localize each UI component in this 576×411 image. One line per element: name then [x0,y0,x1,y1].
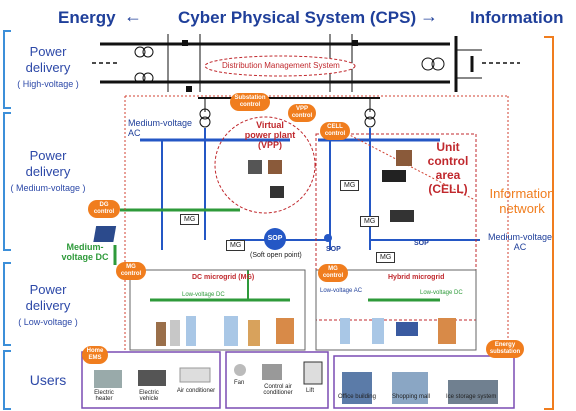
label-low-voltage: Power delivery ( Low-voltage ) [6,282,90,330]
user-electric-heater: Electric heater [94,390,114,402]
bracket-right [544,36,554,410]
bracket-medium [3,112,11,251]
mg-box: MG [226,240,246,251]
label-sub: ( Low-voltage ) [18,317,78,327]
energy-substation-pill: Energy substation [486,340,524,358]
lv-dc2-label: Low-voltage DC [420,290,463,296]
label-sub: ( Medium-voltage ) [10,183,86,193]
hybrid-label: Hybrid microgrid [388,274,445,281]
arrow-left-icon: ← [124,6,142,26]
mg-control-right-pill: MG control [318,264,348,282]
home-ems-pill: Home EMS [82,346,108,364]
cell-title: Unit control area (CELL) [427,140,469,196]
user-ice-storage: Ice storage system [446,394,497,400]
mg-control-left-pill: MG control [116,262,146,280]
substation-control-pill: Substation control [230,93,270,111]
header-cps: Cyber Physical System (CPS) [178,8,417,27]
user-control-ac: Control air conditioner [263,384,293,396]
vpp-control-pill: VPP control [288,104,316,122]
bracket-high [3,30,11,109]
user-fan: Fan [234,380,245,386]
mv-dc-label: Medium-voltage DC [61,242,109,262]
vpp-title: Virtual power plant (VPP) [244,120,296,150]
mv-ac-label: Medium-voltage AC [128,118,193,138]
mg-box: MG [340,180,360,191]
arrow-right-icon: → [420,6,438,26]
label-users: Users [6,372,90,388]
sop-open-label: (Soft open point) [250,252,302,259]
sop2-label: SOP [326,246,341,253]
label-sub: ( High-voltage ) [17,79,79,89]
user-lift: Lift [306,388,315,394]
dms-label: Distribution Management System [222,61,340,70]
information-network-label: Information network [489,186,555,216]
sop-circle: SOP [264,228,286,250]
dc-microgrid-label: DC microgrid (MG) [192,274,255,281]
label-medium-voltage: Power delivery ( Medium-voltage ) [6,148,90,196]
sop-label: SOP [267,235,283,242]
lv-ac-label: Low-voltage AC [320,288,363,294]
dg-control-pill: DG control [88,200,120,218]
label-title: Power delivery [25,44,71,75]
label-title: Users [29,372,67,388]
user-mall: Shopping mall [392,394,431,400]
header-information: Information [470,8,564,27]
user-air-conditioner: Air conditioner [176,388,216,394]
mg-box: MG [376,252,396,263]
bracket-low [3,262,11,346]
bracket-users [3,350,11,410]
user-office: Office building [338,394,376,400]
label-title: Power delivery [25,148,71,179]
header-energy: Energy [58,8,116,27]
mg-box: MG [180,214,200,225]
lv-dc-label: Low-voltage DC [182,292,225,298]
mg-box: MG [360,216,380,227]
sop3-label: SOP [414,240,429,247]
label-title: Power delivery [25,282,71,313]
mv-ac-right-label: Medium-voltage AC [487,232,553,252]
label-high-voltage: Power delivery ( High-voltage ) [6,44,90,92]
cell-control-pill: CELL control [320,122,350,140]
user-electric-vehicle: Electric vehicle [139,390,159,402]
